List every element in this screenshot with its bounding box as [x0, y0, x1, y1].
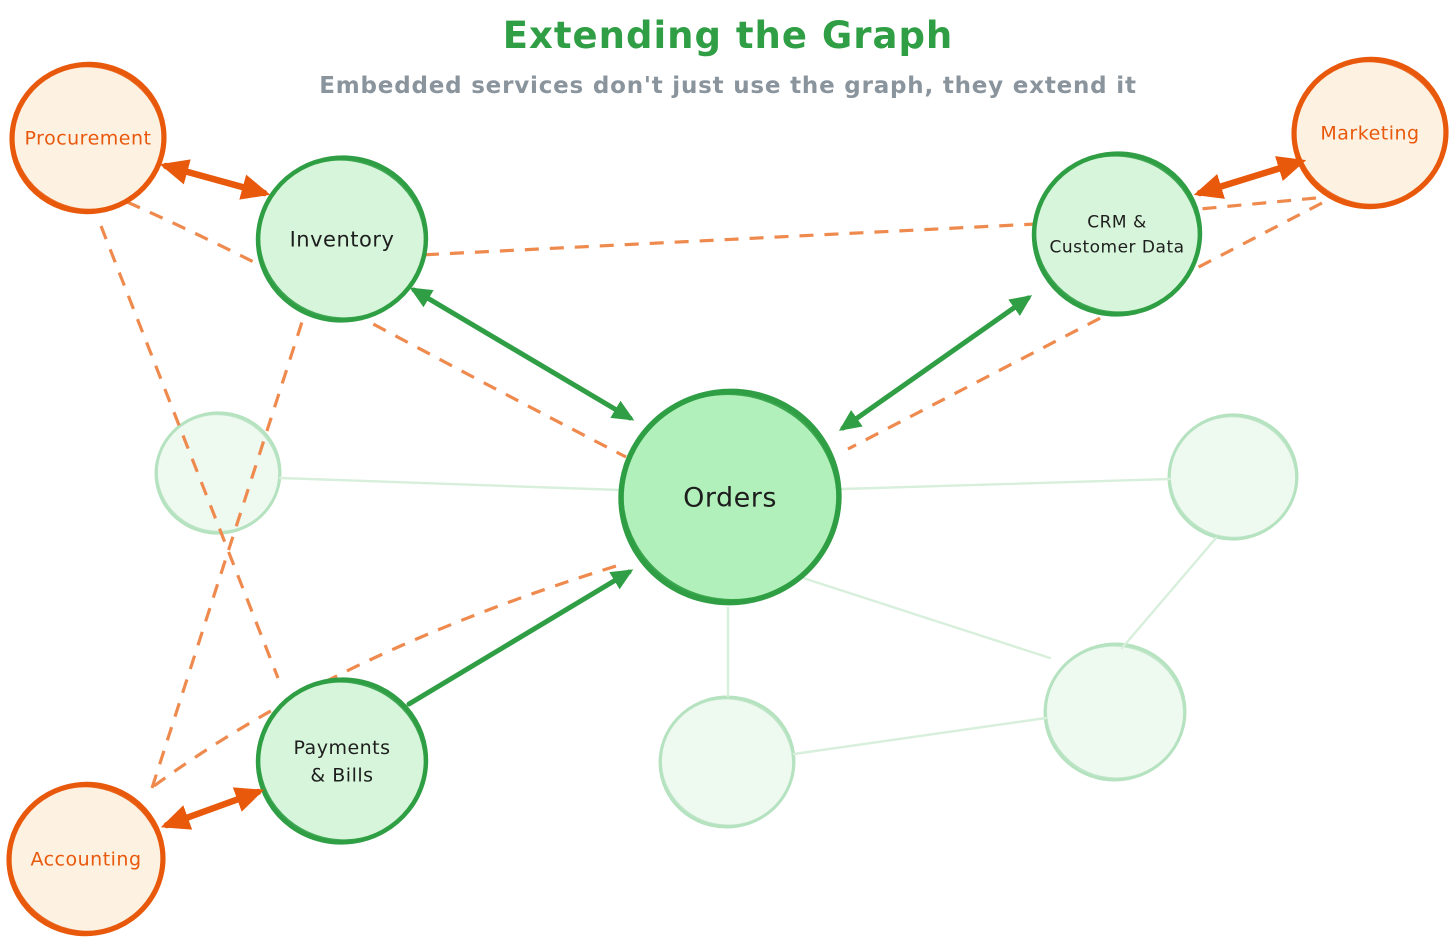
node-inventory	[255, 155, 429, 323]
arrow-procurement-inventory	[159, 159, 271, 200]
faint-edge-ph-left-orders	[278, 476, 622, 492]
node-payments	[255, 677, 429, 845]
node-label-payments: Payments& Bills	[293, 737, 390, 787]
dashed-edge-inventory-crm	[399, 222, 1037, 258]
faint-edges-layer	[278, 476, 1218, 756]
dashed-edge-marketing-crm-dashed	[1199, 196, 1317, 211]
node-label-crm: CRM &Customer Data	[1049, 213, 1184, 258]
faint-edge-orders-ph-right	[840, 477, 1172, 491]
arrow-inventory-orders	[409, 287, 635, 421]
arrow-marketing-crm	[1193, 156, 1307, 199]
node-label-orders: Orders	[683, 482, 777, 513]
node-marketing	[1291, 56, 1449, 210]
placeholder-node-ph-right	[1167, 413, 1299, 541]
arrow-crm-orders	[838, 295, 1033, 431]
arrow-payments-orders	[406, 569, 634, 707]
node-crm	[1031, 151, 1203, 317]
faint-edge-ph-right-ph-bottomright	[1120, 536, 1218, 650]
placeholder-node-ph-bottomright	[1043, 642, 1187, 782]
node-label-inventory: Inventory	[290, 227, 395, 251]
node-procurement	[9, 61, 167, 215]
node-label-marketing: Marketing	[1320, 123, 1419, 145]
placeholder-nodes-layer	[154, 411, 1299, 829]
dashed-edge-procurement-payments	[99, 225, 280, 679]
node-label-procurement: Procurement	[25, 128, 152, 150]
arrow-accounting-payments	[160, 787, 265, 830]
node-accounting	[6, 781, 166, 937]
placeholder-node-ph-bottom	[658, 695, 796, 829]
nodes-layer	[6, 56, 1449, 937]
faint-edge-ph-bottom-ph-bottomright	[792, 716, 1048, 756]
dashed-edge-accounting-inventory	[150, 321, 304, 789]
solid-arrows-layer	[159, 156, 1307, 830]
node-label-accounting: Accounting	[30, 849, 141, 871]
node-orders	[618, 388, 842, 606]
faint-edge-orders-ph-bottomright	[798, 575, 1052, 660]
